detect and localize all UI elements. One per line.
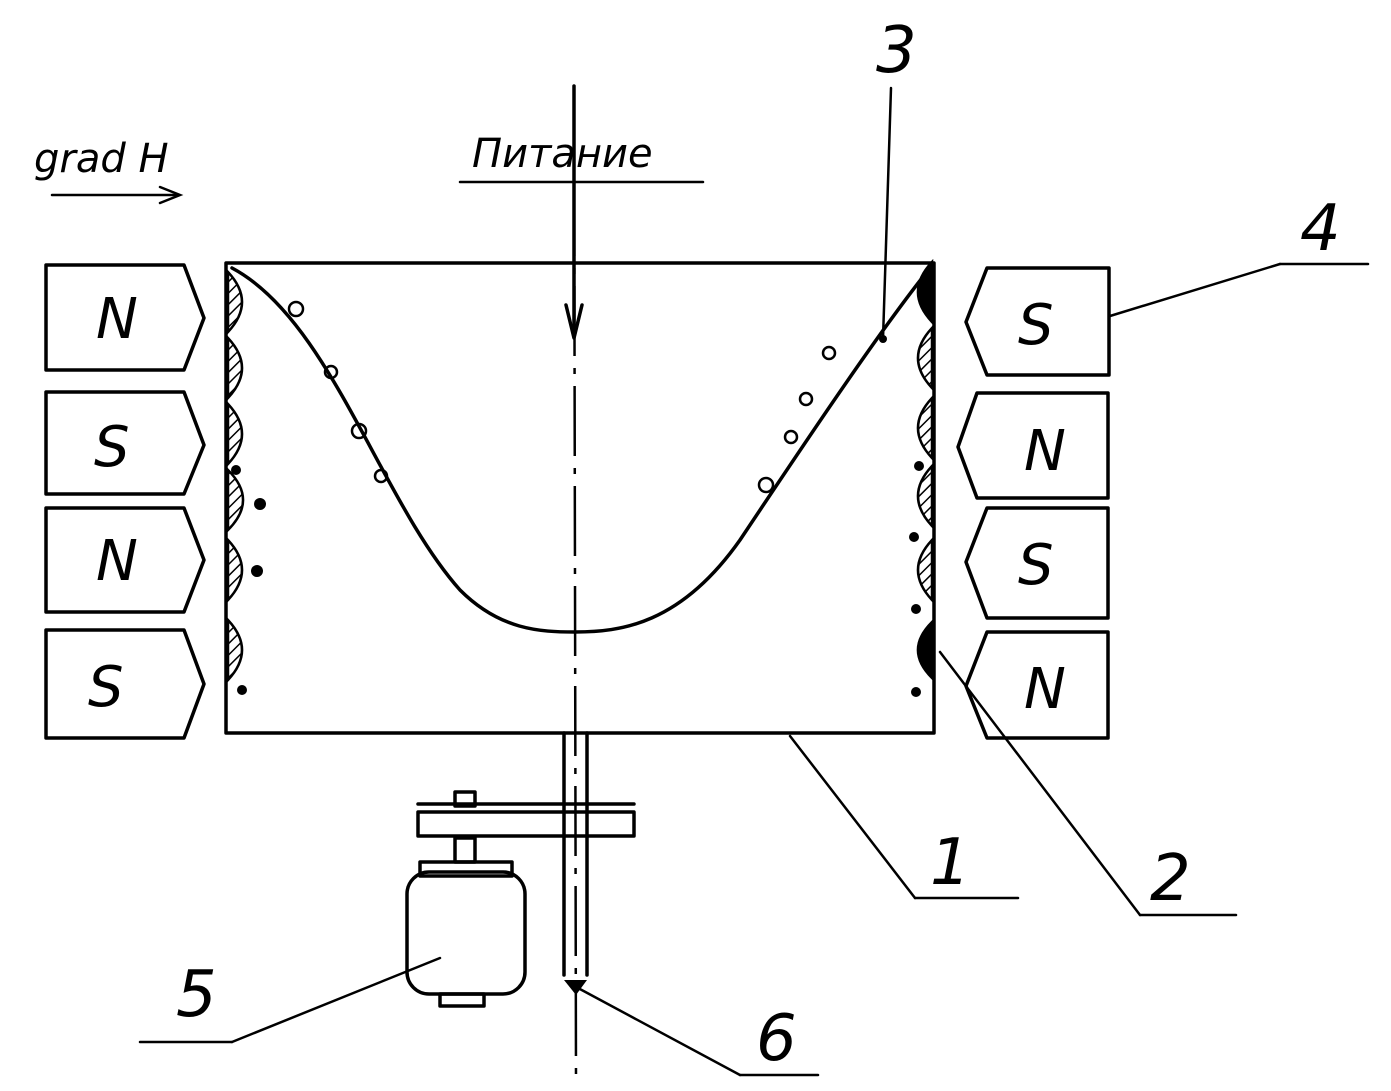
grad-h-label: grad H xyxy=(34,136,169,182)
right-magnet-1-pole: S xyxy=(1018,293,1054,358)
drum xyxy=(226,263,934,733)
callout-5: 5 xyxy=(176,958,217,1032)
left-magnet-stack: N S N S xyxy=(46,265,204,738)
callout-4: 4 xyxy=(1300,192,1341,266)
feed-label: Питание xyxy=(472,131,653,177)
right-magnet-4-pole: N xyxy=(1024,657,1066,722)
left-magnet-1-pole: N xyxy=(96,287,138,352)
callout-2: 2 xyxy=(1150,842,1191,916)
callout-1: 1 xyxy=(930,826,971,900)
leader-lines xyxy=(140,88,1368,1075)
left-magnet-4 xyxy=(46,630,204,738)
right-magnet-stack: S N S N xyxy=(958,268,1109,738)
right-magnet-2-pole: N xyxy=(1024,419,1066,484)
paraboloid-surface xyxy=(232,268,930,632)
grad-h-arrow xyxy=(52,187,180,203)
callout-3: 3 xyxy=(876,14,917,88)
belt-drive xyxy=(418,792,634,862)
particles-solid xyxy=(231,461,924,697)
callout-6: 6 xyxy=(756,1002,797,1076)
left-magnet-2-pole: S xyxy=(94,415,130,480)
left-wall-deposits xyxy=(228,272,243,680)
left-magnet-4-pole: S xyxy=(88,655,124,720)
motor xyxy=(407,862,525,1006)
bearing xyxy=(564,980,587,995)
left-magnet-3-pole: N xyxy=(96,529,138,594)
right-magnet-3-pole: S xyxy=(1018,533,1054,598)
